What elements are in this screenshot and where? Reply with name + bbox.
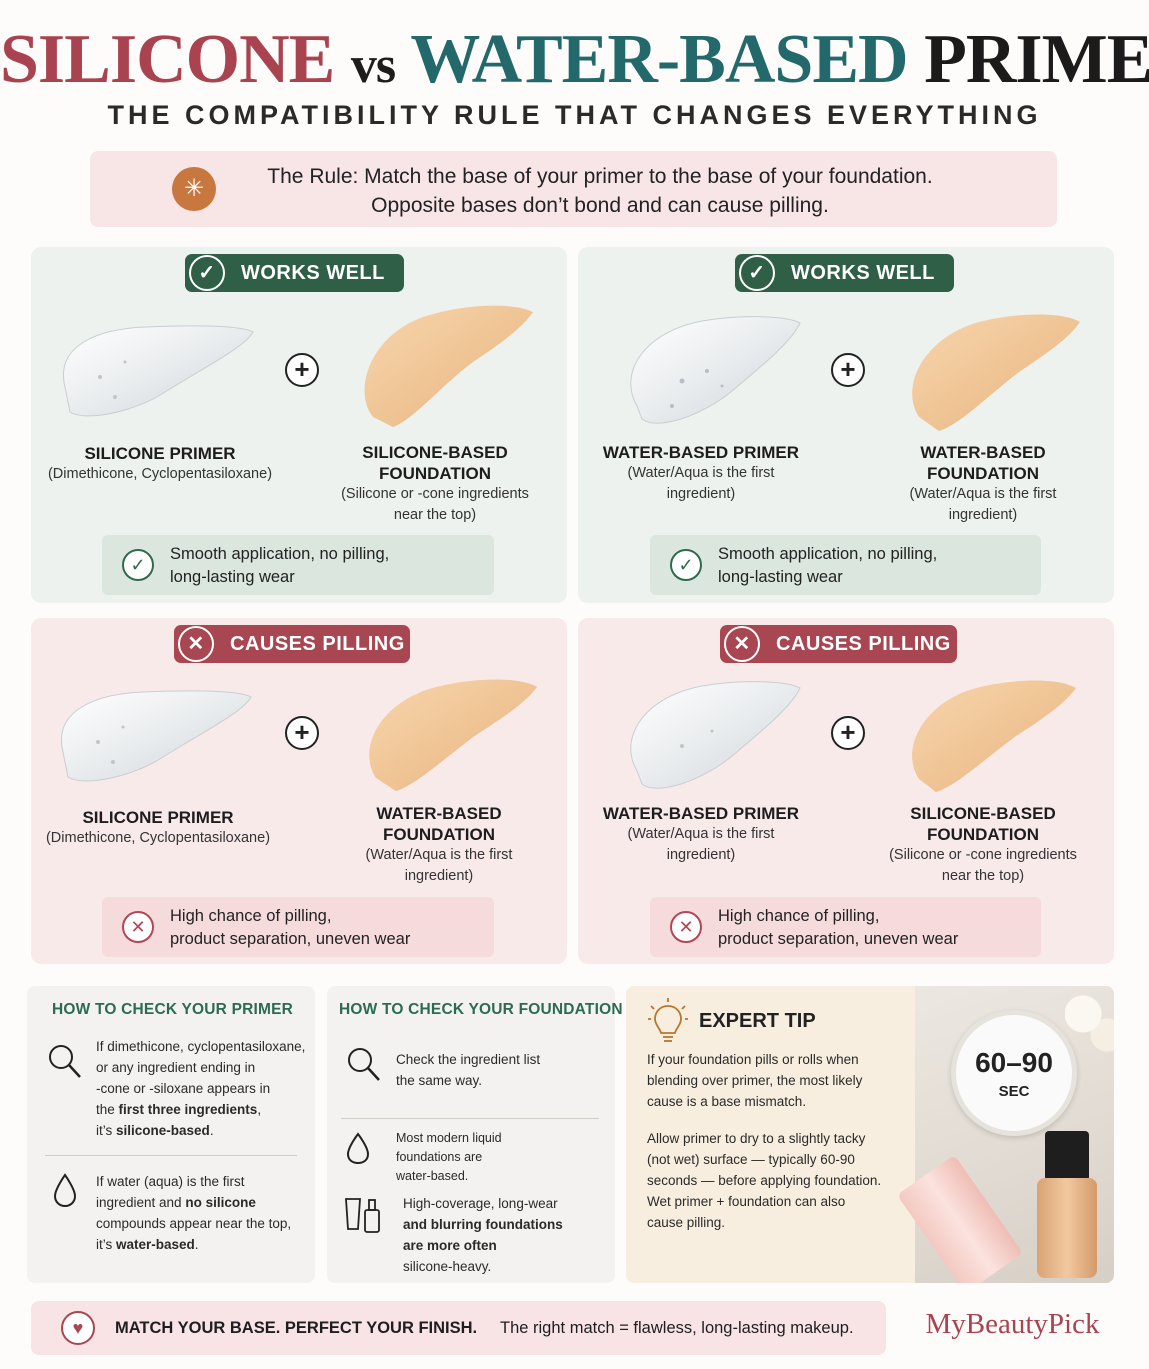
foundation-label: SILICONE-BASED FOUNDATION (Silicone or -… xyxy=(341,443,529,523)
silicone-primer-swatch xyxy=(63,325,254,417)
primer-check-silicone: If dimethicone, cyclopentasiloxane, or a… xyxy=(96,1039,306,1138)
footer-slogan: MATCH YOUR BASE. PERFECT YOUR FINISH. xyxy=(115,1319,478,1337)
panel-silicone-silicone: ✓ WORKS WELL + SILICONE PRIMER (Dimethic… xyxy=(31,247,567,603)
rule-text: The Rule: Match the base of your primer … xyxy=(230,162,970,220)
sparkle-icon: ✳ xyxy=(172,167,216,211)
works-well-badge: ✓ WORKS WELL xyxy=(735,254,954,292)
foundation-check-list: Check the ingredient list the same way. xyxy=(396,1052,541,1088)
check-icon: ✓ xyxy=(189,255,225,291)
title-water-based: WATER-BASED xyxy=(410,21,908,98)
bottle-cap-image xyxy=(1045,1131,1089,1181)
plus-icon: + xyxy=(285,353,319,387)
foundation-label: WATER-BASED FOUNDATION (Water/Aqua is th… xyxy=(365,804,513,884)
divider xyxy=(341,1118,599,1119)
title-silicone: SILICONE xyxy=(0,21,335,98)
footer-text: The right match = flawless, long-lasting… xyxy=(500,1319,854,1337)
check-foundation-card: HOW TO CHECK YOUR FOUNDATION Check the i… xyxy=(327,986,623,1283)
magnifier-icon xyxy=(49,1045,81,1078)
title-vs: vs xyxy=(350,37,396,94)
silicone-foundation-swatch xyxy=(912,680,1076,792)
silicone-primer-swatch xyxy=(61,690,252,782)
card-title: HOW TO CHECK YOUR PRIMER xyxy=(52,1001,294,1018)
water-foundation-swatch xyxy=(912,314,1080,431)
rule-banner: ✳ The Rule: Match the base of your prime… xyxy=(90,151,1057,227)
primer-check-water: If water (aqua) is the first ingredient … xyxy=(96,1174,292,1252)
water-drop-icon xyxy=(346,1132,370,1165)
x-icon: ✕ xyxy=(724,626,760,662)
check-circle-icon: ✓ xyxy=(670,549,702,581)
result-box: ✓ Smooth application, no pilling, long-l… xyxy=(102,535,494,595)
rule-line-1: The Rule: Match the base of your primer … xyxy=(267,165,933,188)
check-icon: ✓ xyxy=(739,255,775,291)
result-box: ✓ Smooth application, no pilling, long-l… xyxy=(650,535,1041,595)
lightbulb-icon xyxy=(648,998,688,1042)
expert-para-2: Allow primer to dry to a slightly tacky … xyxy=(647,1131,882,1230)
expert-para-1: If your foundation pills or rolls when b… xyxy=(647,1052,863,1109)
causes-pilling-badge: ✕ CAUSES PILLING xyxy=(174,625,410,663)
water-primer-swatch xyxy=(630,681,801,789)
foundation-check-silicone: High-coverage, long-wear and blurring fo… xyxy=(403,1196,563,1274)
result-box: ✕ High chance of pilling, product separa… xyxy=(650,897,1041,957)
timer-clock: 60–90 SEC xyxy=(951,1010,1077,1136)
foundation-check-water: Most modern liquid foundations are water… xyxy=(396,1131,502,1183)
heart-icon: ♥ xyxy=(61,1311,95,1345)
magnifier-icon xyxy=(348,1048,380,1081)
panel-water-silicone: ✕ CAUSES PILLING + WATER-BASED PRIMER (W… xyxy=(578,618,1114,964)
x-circle-icon: ✕ xyxy=(122,911,154,943)
primer-tube-image xyxy=(896,1154,1024,1283)
result-box: ✕ High chance of pilling, product separa… xyxy=(102,897,494,957)
title-primer: PRIMER xyxy=(924,21,1149,98)
primer-label: WATER-BASED PRIMER (Water/Aqua is the fi… xyxy=(602,443,800,502)
foundation-label: WATER-BASED FOUNDATION (Water/Aqua is th… xyxy=(909,443,1057,523)
primer-label: WATER-BASED PRIMER (Water/Aqua is the fi… xyxy=(602,804,800,863)
foundation-bottle-image xyxy=(1037,1178,1097,1278)
works-well-badge: ✓ WORKS WELL xyxy=(185,254,404,292)
expert-title: EXPERT TIP xyxy=(699,1010,816,1032)
primer-label: SILICONE PRIMER (Dimethicone, Cyclopenta… xyxy=(45,808,271,846)
panel-water-water: ✓ WORKS WELL + WATER-BASED PRIMER (Water… xyxy=(578,247,1114,603)
water-foundation-swatch xyxy=(369,679,537,791)
page-subtitle: THE COMPATIBILITY RULE THAT CHANGES EVER… xyxy=(107,100,1042,130)
plus-icon: + xyxy=(831,353,865,387)
expert-tip-card: EXPERT TIP If your foundation pills or r… xyxy=(626,986,1114,1283)
primer-label: SILICONE PRIMER (Dimethicone, Cyclopenta… xyxy=(47,444,273,482)
water-drop-icon xyxy=(53,1173,77,1208)
bottles-icon xyxy=(345,1198,380,1233)
x-icon: ✕ xyxy=(178,626,214,662)
check-primer-card: HOW TO CHECK YOUR PRIMER If dimethicone,… xyxy=(27,986,315,1283)
page-title: SILICONE vs WATER-BASED PRIMER xyxy=(0,22,1149,104)
brand-logo: MyBeautyPick xyxy=(925,1308,1100,1340)
silicone-foundation-swatch xyxy=(364,305,533,427)
plus-icon: + xyxy=(285,716,319,750)
foundation-label: SILICONE-BASED FOUNDATION (Silicone or -… xyxy=(889,804,1077,884)
products-photo: 60–90 SEC xyxy=(896,986,1114,1283)
rule-line-2: Opposite bases don’t bond and can cause … xyxy=(371,194,829,217)
footer-banner: ♥ MATCH YOUR BASE. PERFECT YOUR FINISH. … xyxy=(31,1301,886,1355)
x-circle-icon: ✕ xyxy=(670,911,702,943)
panel-silicone-water: ✕ CAUSES PILLING + SILICONE PRIMER (Dime… xyxy=(31,618,567,964)
water-primer-swatch xyxy=(630,316,801,424)
plus-icon: + xyxy=(831,716,865,750)
flowers-image xyxy=(1065,986,1114,1056)
causes-pilling-badge: ✕ CAUSES PILLING xyxy=(720,625,957,663)
card-title: HOW TO CHECK YOUR FOUNDATION xyxy=(339,1001,623,1018)
check-circle-icon: ✓ xyxy=(122,549,154,581)
divider xyxy=(45,1155,297,1156)
